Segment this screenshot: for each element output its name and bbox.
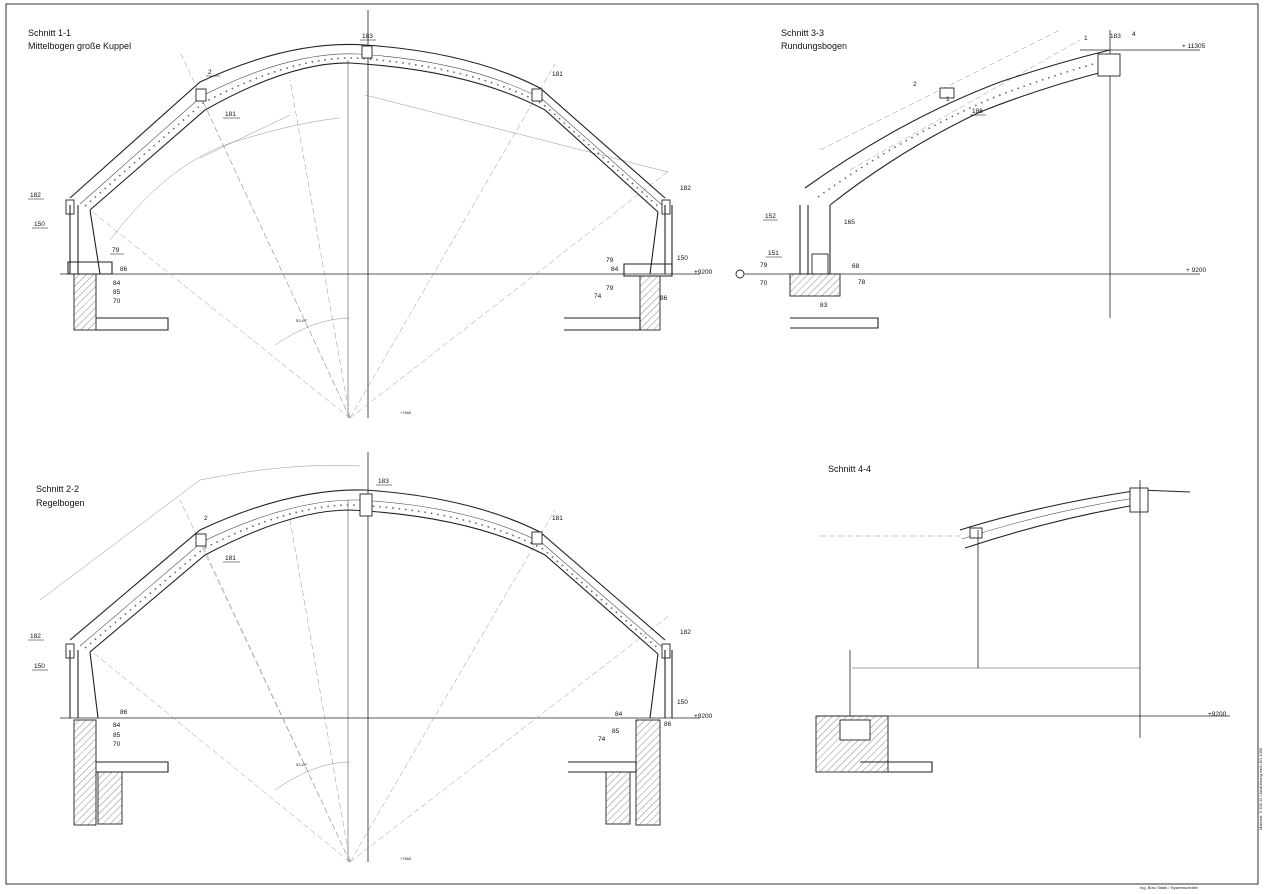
svg-text:84: 84 <box>113 722 121 729</box>
section-1-1-subtitle: Mittelbogen große Kuppel <box>28 41 131 51</box>
svg-text:86: 86 <box>120 266 128 273</box>
svg-text:151: 151 <box>768 250 779 257</box>
svg-text:1: 1 <box>946 96 950 103</box>
radial-lines <box>89 51 671 419</box>
svg-text:79: 79 <box>760 262 768 269</box>
rounding-arch-inner <box>829 69 1111 206</box>
svg-text:79: 79 <box>606 257 614 264</box>
svg-text:78: 78 <box>858 279 866 286</box>
svg-text:86: 86 <box>120 709 128 716</box>
svg-text:182: 182 <box>30 192 41 199</box>
svg-text:83: 83 <box>820 302 828 309</box>
svg-text:150: 150 <box>677 699 688 706</box>
section-3-3-labels: 183 1 4 2 1 186 152 165 151 79 70 68 78 … <box>760 31 1206 309</box>
svg-text:70: 70 <box>113 741 121 748</box>
rib-perforations <box>84 57 661 209</box>
svg-text:85: 85 <box>113 289 121 296</box>
section-4-4-rib <box>959 489 1191 531</box>
level-label-9200-s33: + 9200 <box>1186 267 1206 274</box>
svg-text:182: 182 <box>680 185 691 192</box>
grid-axis-marker <box>735 269 745 279</box>
svg-text:53,49°: 53,49° <box>296 762 308 767</box>
svg-text:1: 1 <box>1084 35 1088 42</box>
svg-text:86: 86 <box>664 721 672 728</box>
section-2-2-labels: 183 2 181 181 182 182 150 86 84 85 70 15… <box>28 478 713 748</box>
svg-text:70: 70 <box>760 280 768 287</box>
left-wall <box>73 273 97 331</box>
svg-text:+7660: +7660 <box>400 410 412 415</box>
svg-text:74: 74 <box>594 293 602 300</box>
right-wall <box>639 275 661 331</box>
svg-text:68: 68 <box>852 263 860 270</box>
svg-text:152: 152 <box>765 213 776 220</box>
svg-text:165: 165 <box>844 219 855 226</box>
right-vertical-note: Material: S 355 J2 / Ausführung nach EN … <box>1258 747 1263 830</box>
section-1-1-title: Schnitt 1-1 <box>28 28 71 38</box>
svg-text:2: 2 <box>913 81 917 88</box>
svg-text:182: 182 <box>680 629 691 636</box>
svg-text:181: 181 <box>552 515 563 522</box>
svg-text:4: 4 <box>1132 31 1136 38</box>
inner-dim-arc <box>109 117 341 241</box>
arch-rib-inner <box>89 62 659 213</box>
svg-text:84: 84 <box>615 711 623 718</box>
svg-text:70: 70 <box>113 298 121 305</box>
base-block <box>789 273 841 297</box>
section-2-2-subtitle: Regelbogen <box>36 498 85 508</box>
svg-text:183: 183 <box>1110 33 1121 40</box>
svg-text:186: 186 <box>972 108 983 115</box>
svg-text:150: 150 <box>34 221 45 228</box>
svg-text:2: 2 <box>208 69 212 76</box>
svg-text:181: 181 <box>225 555 236 562</box>
section-3-3: Schnitt 3-3 Rundungsbogen 183 1 4 2 1 18… <box>735 28 1206 329</box>
svg-text:79: 79 <box>606 285 614 292</box>
level-label-9200-s22: +9200 <box>694 713 713 720</box>
section-2-2: Schnitt 2-2 Regelbogen 53,49° +7660 183 … <box>28 452 713 863</box>
angle-arc <box>274 317 351 346</box>
level-label-11305: + 11305 <box>1182 43 1206 50</box>
svg-text:181: 181 <box>552 71 563 78</box>
svg-text:74: 74 <box>598 736 606 743</box>
rounding-arch-outer <box>804 49 1111 189</box>
svg-text:182: 182 <box>30 633 41 640</box>
section-2-2-title: Schnitt 2-2 <box>36 484 79 494</box>
section-1-1-labels: 183 2 181 181 182 182 150 79 86 84 85 70… <box>28 33 713 305</box>
level-label-9200-s44: +9200 <box>1208 711 1227 718</box>
section-1-1: Schnitt 1-1 Mittelbogen große Kuppel 53,… <box>28 10 713 419</box>
arch-rib-outer <box>69 43 666 199</box>
svg-text:85: 85 <box>612 728 620 735</box>
left-column <box>69 205 101 275</box>
level-label-9200: +9200 <box>694 269 713 276</box>
section-3-3-title: Schnitt 3-3 <box>781 28 824 38</box>
svg-text:86: 86 <box>660 295 668 302</box>
svg-text:183: 183 <box>378 478 389 485</box>
svg-text:79: 79 <box>112 247 120 254</box>
section-4-4-title: Schnitt 4-4 <box>828 464 871 474</box>
bottom-note: Ing. Büro Statik / Systemschnitte <box>1140 885 1199 890</box>
section-3-3-subtitle: Rundungsbogen <box>781 41 847 51</box>
svg-text:181: 181 <box>225 111 236 118</box>
svg-text:150: 150 <box>34 663 45 670</box>
svg-text:85: 85 <box>113 732 121 739</box>
section-4-4: Schnitt 4-4 +9200 <box>815 464 1230 773</box>
svg-text:53,49°: 53,49° <box>296 318 308 323</box>
svg-text:150: 150 <box>677 255 688 262</box>
svg-text:84: 84 <box>611 266 619 273</box>
svg-text:183: 183 <box>362 33 373 40</box>
svg-text:+7660: +7660 <box>400 856 412 861</box>
sheet-frame <box>5 3 1259 885</box>
svg-text:84: 84 <box>113 280 121 287</box>
svg-text:2: 2 <box>204 515 208 522</box>
